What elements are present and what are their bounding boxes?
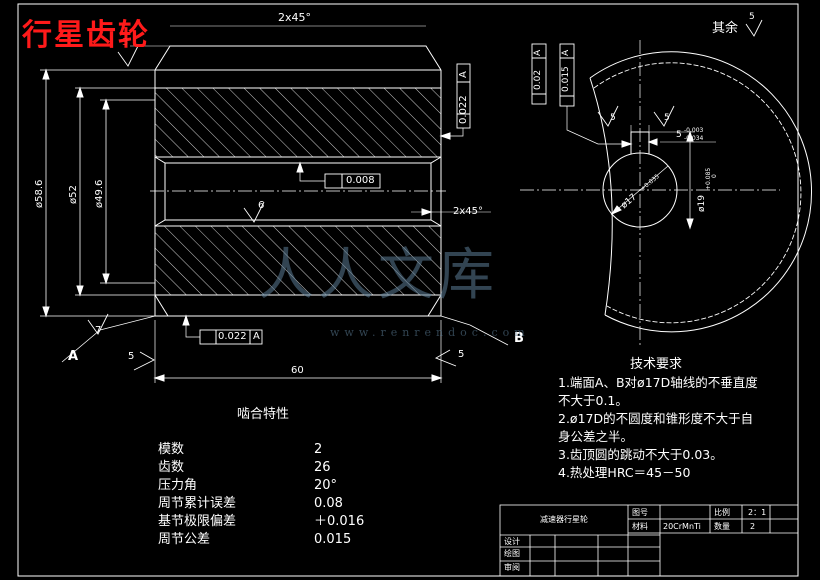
requirement-line: 不大于0.1。: [558, 393, 628, 408]
roughness-key-b-value: 5: [664, 113, 670, 123]
dim-outer-diameter: ø58.6: [34, 179, 45, 208]
design-label: 设计: [504, 537, 520, 546]
material-value: 20CrMnTi: [663, 522, 701, 531]
requirement-line: 3.齿顶圆的跳动不大于0.03。: [558, 447, 723, 462]
mesh-value: 2: [314, 442, 323, 457]
dim-keyway-tol-lo: 0: [711, 174, 718, 178]
section-view: [40, 25, 509, 383]
key-width: 5: [676, 130, 682, 140]
dim-bore-diameter: ø49.6: [94, 179, 105, 208]
mesh-label: 齿数: [158, 460, 185, 475]
end-view: [520, 19, 812, 345]
scale-value: 2：1: [748, 508, 767, 517]
requirement-line: 身公差之半。: [558, 429, 634, 444]
roughness-bore-value: 6: [258, 200, 265, 211]
top-chamfer-outline: [154, 45, 442, 71]
mesh-label: 模数: [158, 442, 185, 457]
sym-frame: [531, 43, 547, 105]
drawing-no-label: 图号: [632, 508, 648, 517]
hatch-top: [155, 88, 441, 157]
scale-label: 比例: [714, 508, 730, 517]
dim-mid-diameter: ø52: [68, 185, 79, 204]
part-name: 减速器行星轮: [540, 515, 588, 524]
datum-a-label: A: [68, 349, 79, 364]
watermark-logo: 人人文库: [258, 243, 498, 308]
bore-bottom: [154, 219, 442, 227]
par-datum: A: [561, 49, 571, 56]
runout-bottom-value: 0.022: [218, 331, 247, 342]
material-label: 材料: [632, 522, 648, 531]
runout-right-datum: A: [458, 71, 469, 78]
roughness-left-value: 7: [95, 325, 102, 336]
mesh-value: ＋0.016: [314, 514, 365, 529]
key-tol-up: -0.003: [684, 127, 704, 134]
chamfer-bore-label: 2x45°: [453, 206, 484, 217]
datum-b-label: B: [514, 331, 524, 346]
roughness-key-a-value: 5: [610, 113, 616, 123]
watermark-url: www.renrendoc.com: [330, 326, 530, 339]
page-title: 行星齿轮: [22, 18, 150, 53]
dim-keyway: ø19: [697, 195, 707, 212]
runout-right-value: 0.022: [458, 95, 469, 124]
roughness-face-right-value: 5: [458, 349, 465, 360]
requirement-line: 2.ø17D的不圆度和锥形度不大于自: [558, 411, 754, 426]
par-value: 0.015: [561, 66, 571, 92]
requirement-line: 4.热处理HRC＝45－50: [558, 465, 691, 480]
chamfer-top-label: 2x45°: [278, 11, 312, 24]
surface-rest-label: 其余: [712, 21, 739, 36]
dim-keyway-tol-up: +0.085: [705, 167, 712, 190]
mesh-title: 啮合特性: [237, 407, 290, 422]
mesh-label: 压力角: [158, 478, 198, 493]
bore-top: [154, 156, 442, 164]
mesh-value: 0.08: [314, 496, 343, 511]
mesh-value: 20°: [314, 478, 338, 493]
runout-right-frame: [456, 63, 471, 129]
title-block-grid: [499, 504, 799, 577]
draw-label: 绘图: [504, 549, 520, 558]
check-label: 审阅: [504, 563, 520, 572]
sym-datum: A: [533, 49, 543, 56]
hatch-bottom: [155, 226, 441, 295]
mesh-label: 周节公差: [158, 532, 211, 547]
roughness-top-value: 3: [122, 37, 129, 48]
surface-rest-value: 5: [749, 12, 755, 22]
requirement-line: 1.端面A、B对ø17D轴线的不垂直度: [558, 375, 758, 390]
dim-width: 60: [291, 365, 304, 376]
mesh-value: 26: [314, 460, 331, 475]
requirements-title: 技术要求: [630, 357, 683, 372]
key-tol-lo: -0.034: [684, 135, 704, 142]
mesh-value: 0.015: [314, 532, 352, 547]
sheet-border: [17, 3, 799, 577]
cyl-value: 0.008: [346, 175, 375, 186]
mesh-label: 基节极限偏差: [158, 514, 237, 529]
bore-circle: [602, 152, 678, 228]
qty-label: 数量: [714, 522, 730, 531]
qty-value: 2: [750, 522, 756, 531]
sym-value: 0.02: [533, 69, 543, 90]
mesh-label: 周节累计误差: [158, 496, 237, 511]
runout-bottom-datum: A: [253, 331, 260, 342]
roughness-face-left-value: 5: [128, 351, 135, 362]
